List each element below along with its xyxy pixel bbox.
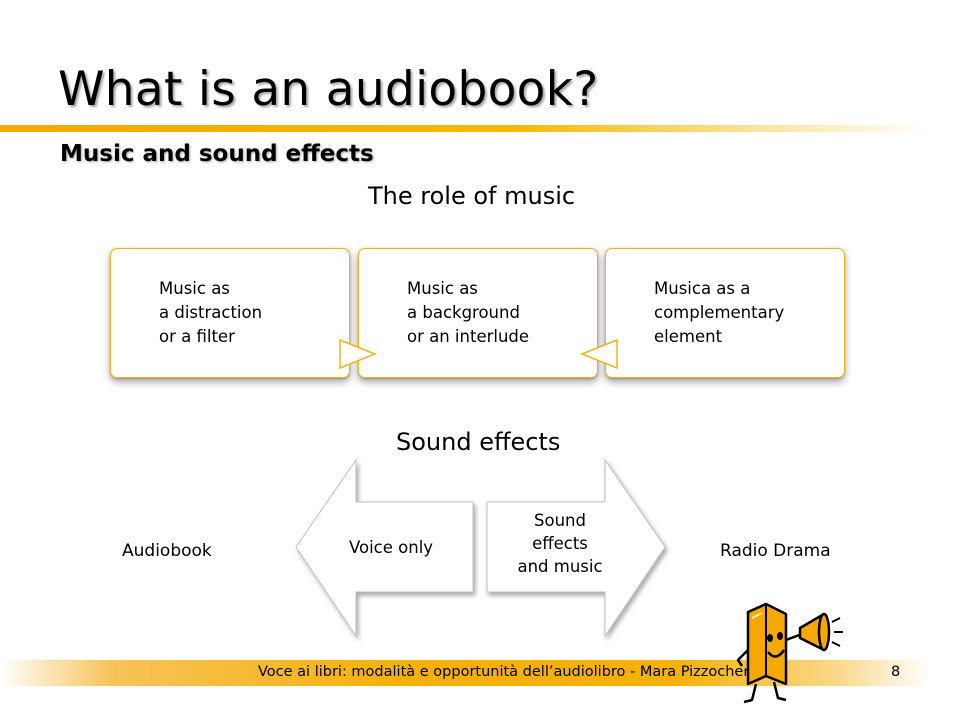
- music-box-distraction-text: Music as a distraction or a filter: [159, 279, 263, 346]
- right-arrow-text: Sound effects and music: [517, 511, 603, 576]
- slide-title: What is an audiobook?: [58, 62, 599, 117]
- audiobook-label: Audiobook: [122, 541, 212, 561]
- sound-section-heading: Sound effects: [396, 428, 561, 456]
- connector-arrow-right: [339, 338, 378, 370]
- radio-drama-label: Radio Drama: [720, 541, 831, 561]
- page-number: 8: [891, 664, 901, 680]
- footer-text: Voce ai libri: modalità e opportunità de…: [258, 664, 758, 680]
- connector-arrow-left: [579, 338, 618, 370]
- right-block-arrow: [486, 458, 666, 638]
- book-mascot-with-megaphone-icon: [736, 602, 843, 704]
- music-box-complementary-text: Musica as a complementary element: [654, 279, 785, 346]
- music-box-distraction: Music as a distraction or a filter: [110, 248, 350, 378]
- left-block-arrow: [295, 458, 474, 638]
- slide-subtitle: Music and sound effects: [60, 141, 374, 167]
- music-box-complementary: Musica as a complementary element: [605, 248, 845, 378]
- music-box-background-text: Music as a background or an interlude: [407, 279, 530, 346]
- title-underline: [0, 125, 930, 132]
- left-arrow-text: Voice only: [349, 538, 434, 557]
- music-section-heading: The role of music: [368, 182, 576, 210]
- music-box-background: Music as a background or an interlude: [358, 248, 598, 378]
